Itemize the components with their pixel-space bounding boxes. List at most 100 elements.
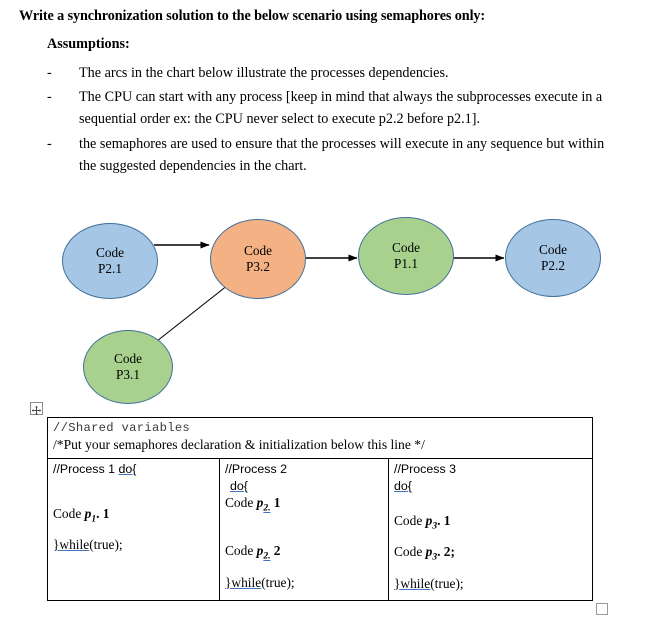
process-3-do-line: do{: [394, 478, 588, 495]
bullet-dash: -: [47, 136, 52, 153]
assumptions-list: - The arcs in the chart below illustrate…: [0, 63, 645, 178]
process-2-do-line: do{: [225, 478, 384, 495]
node-label-line1: Code: [391, 239, 421, 255]
node-label-line2: P2.2: [540, 258, 566, 273]
code-var: p2.: [256, 543, 271, 562]
table-row: //Process 1 do{ Code p1. 1 }while(true);…: [47, 458, 594, 601]
list-item-text: the semaphores are used to ensure that t…: [79, 136, 605, 175]
code-var: p3: [425, 513, 437, 532]
code-suffix: 1: [270, 495, 281, 511]
code-var: p1: [84, 505, 97, 525]
node-label-line1: Code: [95, 244, 125, 260]
spacer: [394, 565, 588, 575]
spacer: [225, 564, 384, 574]
process-2-cell[interactable]: //Process 2 do{ Code p2. 1 Code p2. 2 }w…: [219, 458, 389, 601]
code-suffix: . 1: [437, 513, 451, 529]
list-item: - The arcs in the chart below illustrate…: [0, 63, 645, 85]
code-var-name: p: [84, 505, 92, 521]
assumptions-heading: Assumptions:: [47, 36, 130, 53]
process-3-comment: //Process 3: [394, 462, 456, 476]
node-code-p21[interactable]: Code P2.1: [62, 223, 158, 299]
process-2-do-keyword: do{: [230, 478, 248, 493]
process-3-header: //Process 3: [394, 461, 588, 478]
code-var-name: p: [425, 513, 433, 529]
while-keyword: }while: [394, 575, 431, 591]
page-title: Write a synchronization solution to the …: [19, 8, 486, 24]
dependency-flowchart: Code P2.1 Code P3.2 Code P1.1 Code P2.2 …: [0, 205, 645, 405]
process-2-code-line-1: Code p2. 1: [225, 494, 384, 515]
list-item-text: The CPU can start with any process [keep…: [79, 89, 603, 128]
code-var: p2.: [256, 495, 271, 514]
process-1-header: //Process 1 do{: [53, 461, 215, 478]
code-var: p3: [425, 544, 437, 563]
spacer: [53, 478, 215, 505]
while-keyword: }while: [53, 536, 90, 552]
table-move-handle-icon[interactable]: [30, 402, 43, 416]
table-row-shared: //Shared variables /*Put your semaphores…: [46, 417, 594, 459]
process-3-code-line-2: Code p3. 2;: [394, 543, 588, 564]
spacer: [225, 515, 384, 542]
process-1-while-line: }while(true);: [53, 536, 215, 553]
code-prefix: Code: [394, 513, 426, 529]
code-prefix: Code: [225, 543, 257, 559]
code-var-name: p: [256, 495, 264, 511]
code-prefix: Code: [394, 544, 426, 560]
while-keyword: }while: [225, 574, 262, 590]
flowchart-arrows-layer: [151, 241, 505, 346]
process-2-header: //Process 2: [225, 461, 384, 478]
process-2-comment: //Process 2: [225, 462, 287, 476]
code-var-sub: 3: [432, 553, 438, 564]
code-var-name: p: [256, 543, 264, 559]
process-1-code-line-1: Code p1. 1: [53, 505, 215, 526]
list-item-text: The arcs in the chart below illustrate t…: [79, 64, 449, 81]
move-cross-icon: [31, 405, 42, 416]
node-label-line1: Code: [113, 350, 143, 366]
node-code-p31[interactable]: Code P3.1: [83, 330, 173, 404]
process-3-cell[interactable]: //Process 3 do{ Code p3. 1 Code p3. 2; }…: [387, 458, 594, 601]
process-3-code-line-1: Code p3. 1: [394, 512, 588, 533]
node-label-line2: P2.1: [97, 261, 123, 276]
arrow-p31-to-p32: [151, 284, 229, 346]
shared-comment-line: //Shared variables: [53, 421, 191, 435]
bullet-dash: -: [47, 89, 52, 106]
process-1-do-keyword: do{: [118, 462, 137, 476]
node-label-line1: Code: [538, 241, 568, 257]
spacer: [53, 526, 215, 536]
code-suffix: . 2;: [437, 544, 455, 560]
shared-variables-cell[interactable]: //Shared variables /*Put your semaphores…: [46, 417, 594, 459]
code-suffix: 2: [270, 543, 281, 559]
spacer: [394, 494, 588, 512]
shared-instruction-line: /*Put your semaphores declaration & init…: [53, 437, 425, 453]
process-1-cell[interactable]: //Process 1 do{ Code p1. 1 }while(true);: [47, 458, 220, 601]
code-var-name: p: [425, 544, 433, 560]
process-2-while-line: }while(true);: [225, 574, 384, 591]
process-2-code-line-2: Code p2. 2: [225, 542, 384, 563]
process-code-table[interactable]: //Shared variables /*Put your semaphores…: [46, 417, 594, 601]
node-label-line2: P3.1: [115, 367, 141, 382]
code-var-sub: 3: [432, 522, 438, 533]
list-item: - The CPU can start with any process [ke…: [0, 87, 645, 131]
document-text-block: Write a synchronization solution to the …: [0, 0, 645, 181]
bullet-dash: -: [47, 64, 52, 81]
node-label-line2: P1.1: [393, 256, 419, 271]
node-code-p22[interactable]: Code P2.2: [505, 219, 601, 297]
code-var-sub: 2.: [263, 504, 271, 515]
while-rest: (true);: [430, 575, 464, 591]
code-var-sub: 1: [91, 514, 97, 525]
code-var-sub: 2.: [263, 552, 271, 563]
list-item: - the semaphores are used to ensure that…: [0, 134, 645, 178]
table-resize-handle-icon[interactable]: [596, 603, 608, 615]
while-rest: (true);: [261, 574, 295, 590]
process-3-do-keyword: do{: [394, 478, 412, 493]
node-label-line1: Code: [243, 242, 273, 258]
process-3-while-line: }while(true);: [394, 575, 588, 592]
code-suffix: . 1: [96, 505, 110, 521]
code-prefix: Code: [53, 505, 85, 521]
code-prefix: Code: [225, 495, 257, 511]
spacer: [394, 533, 588, 543]
node-code-p32[interactable]: Code P3.2: [210, 219, 306, 299]
while-rest: (true);: [89, 536, 123, 552]
node-label-line2: P3.2: [245, 259, 271, 274]
process-1-comment: //Process 1: [53, 462, 115, 476]
node-code-p11[interactable]: Code P1.1: [358, 217, 454, 295]
